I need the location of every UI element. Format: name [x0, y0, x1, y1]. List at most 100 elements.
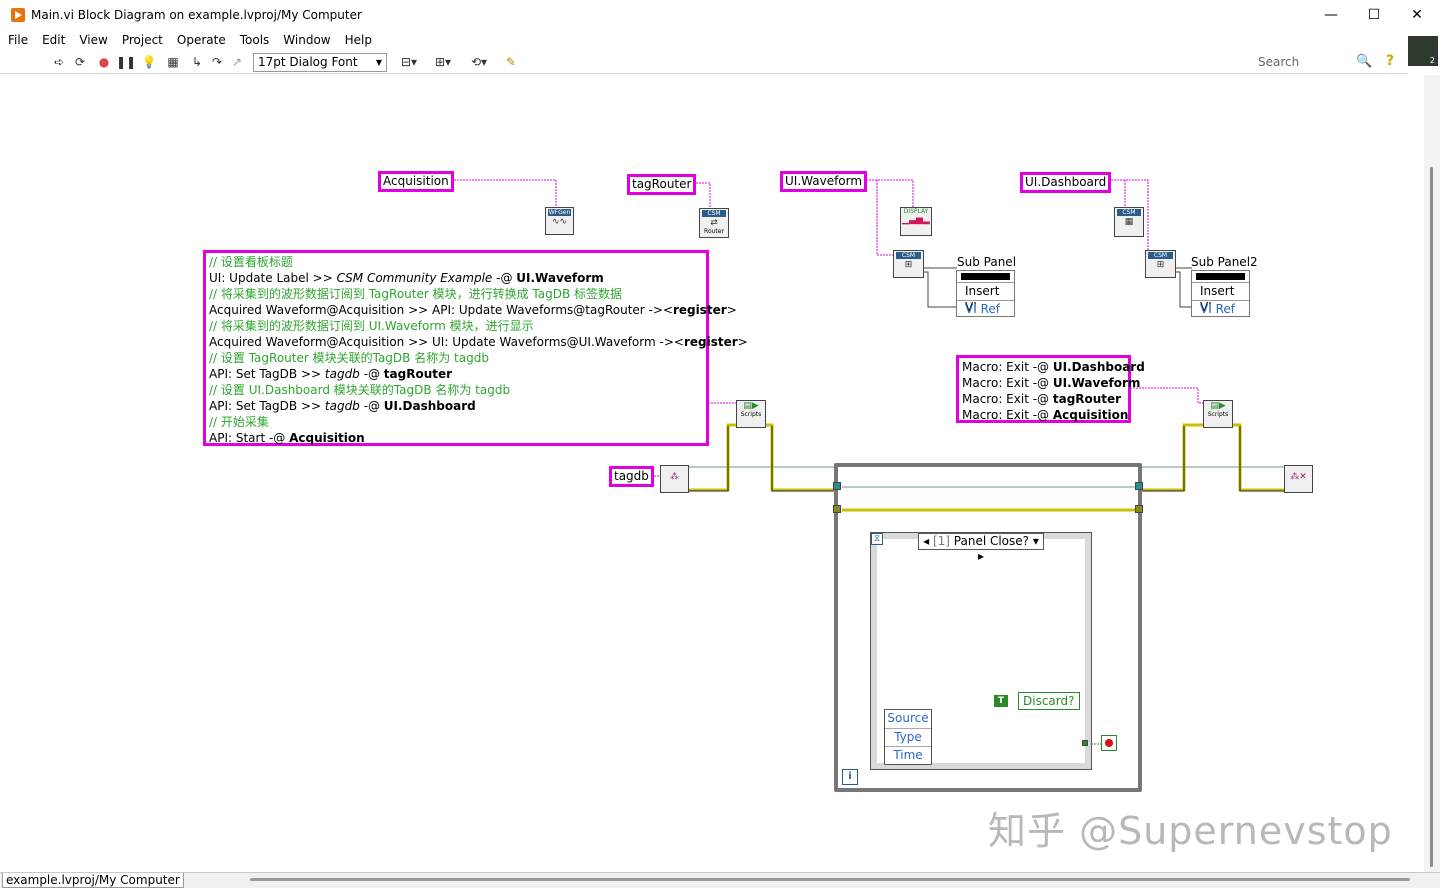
run-continuously-icon[interactable]: ⟳ — [74, 55, 86, 69]
event-data-time[interactable]: Time — [885, 746, 931, 764]
display-node-label: DISPLAY — [903, 208, 929, 215]
label-ui-dashboard[interactable]: UI.Dashboard — [1020, 172, 1112, 193]
clean-up-diagram-icon[interactable]: ✎ — [505, 55, 517, 69]
maximize-button[interactable]: ☐ — [1367, 7, 1381, 23]
menu-help[interactable]: Help — [344, 33, 372, 47]
script-line-argument: tagdb — [324, 399, 360, 413]
stop-terminal-icon[interactable] — [1101, 735, 1117, 751]
pause-icon[interactable]: ❚❚ — [116, 55, 137, 69]
script-line-target: UI.Waveform — [516, 271, 604, 285]
menu-view[interactable]: View — [79, 33, 108, 47]
tagdb-create-icon: ⁂ — [670, 472, 679, 482]
distribute-objects-icon[interactable]: ⊞▾ — [434, 55, 452, 69]
router-icon: ⇄ — [710, 218, 718, 228]
exit-line: Macro: Exit -@ UI.Dashboard — [962, 359, 1145, 375]
selector-right-arrow-icon[interactable]: ▸ — [977, 549, 985, 563]
menu-tools[interactable]: Tools — [239, 33, 270, 47]
true-constant[interactable]: T — [994, 695, 1008, 707]
label-acquisition[interactable]: Acquisition — [378, 171, 454, 192]
script-line-target: Acquisition — [289, 431, 365, 445]
step-out-icon[interactable]: ↗ — [231, 55, 243, 69]
menu-project[interactable]: Project — [121, 33, 163, 47]
script-line-target: register — [683, 335, 738, 349]
selector-dropdown-icon[interactable]: ▾ — [1032, 534, 1039, 548]
step-into-icon[interactable]: ↳ — [191, 55, 203, 69]
event-data-node[interactable]: Source Type Time — [884, 709, 932, 765]
wfgen-node[interactable]: WFGen ∿∿ — [545, 207, 574, 235]
chart-icon: ▁▃▅▂ — [902, 215, 930, 225]
script-line: Acquired Waveform@Acquisition >> API: Up… — [209, 302, 737, 318]
vi-connector-icon[interactable] — [1408, 36, 1438, 66]
csm-subpanel-node-2[interactable]: CSM ⊞ — [1145, 250, 1176, 278]
selector-left-arrow-icon[interactable]: ◂ — [923, 534, 930, 548]
wire-string-right-edge — [1142, 426, 1285, 492]
subpanel-2-insert-vi[interactable]: Insert VI — [1192, 282, 1249, 314]
menu-edit[interactable]: Edit — [42, 33, 66, 47]
vertical-scrollbar[interactable] — [1424, 75, 1440, 873]
search-placeholder: Search — [1258, 55, 1300, 69]
subpanel-2-vi-ref[interactable]: VI Ref — [1192, 300, 1249, 318]
scripts-node-label-1: Scripts — [740, 411, 762, 418]
reorder-icon[interactable]: ⟲▾ — [470, 55, 488, 69]
label-tagdb[interactable]: tagdb — [609, 466, 654, 487]
close-button[interactable]: ✕ — [1411, 7, 1423, 23]
subpanel-2-property-node[interactable]: Insert VI VI Ref — [1191, 270, 1250, 317]
wire-subpanel2 — [1176, 267, 1192, 308]
subpanel-1-property-node[interactable]: Insert VI VI Ref — [956, 270, 1015, 317]
exit-line-command: Macro: Exit -@ — [962, 408, 1053, 422]
scripts-node-1[interactable]: ▤▶ Scripts — [736, 400, 766, 428]
script-line: // 开始采集 — [209, 415, 269, 429]
window-title: Main.vi Block Diagram on example.lvproj/… — [31, 8, 362, 22]
menu-window[interactable]: Window — [283, 33, 331, 47]
router-node[interactable]: CSM ⇄ Router — [699, 208, 729, 238]
display-node[interactable]: DISPLAY ▁▃▅▂ — [900, 207, 932, 236]
scripts-node-label-2: Scripts — [1207, 411, 1229, 418]
csm-subpanel-node-1[interactable]: CSM ⊞ — [893, 250, 924, 278]
menu-operate[interactable]: Operate — [176, 33, 226, 47]
retain-wire-values-icon[interactable]: ▦ — [167, 55, 179, 69]
project-context[interactable]: example.lvproj/My Computer — [2, 873, 184, 888]
scripts-node-2[interactable]: ▤▶ Scripts — [1203, 400, 1233, 428]
script-line-target: UI.Dashboard — [383, 399, 476, 413]
label-tagrouter[interactable]: tagRouter — [627, 174, 697, 195]
event-case-selector[interactable]: ◂ [1] Panel Close? ▾ ▸ — [918, 533, 1044, 563]
align-objects-icon[interactable]: ⊟▾ — [400, 55, 418, 69]
script-line-command: UI: Update Label >> — [209, 271, 337, 285]
script-line-target: register — [673, 303, 727, 317]
label-ui-waveform[interactable]: UI.Waveform — [780, 171, 868, 192]
font-select[interactable]: 17pt Dialog Font ▼ — [253, 53, 387, 72]
loop-tunnel-right-string — [1135, 505, 1143, 513]
abort-icon[interactable]: ● — [98, 55, 110, 69]
horizontal-scroll-thumb[interactable] — [250, 878, 1410, 881]
while-loop[interactable] — [834, 463, 1142, 792]
highlight-execution-icon[interactable]: 💡 — [141, 55, 157, 69]
run-arrow-icon[interactable]: ➪ — [53, 55, 65, 69]
csm-tag-1: CSM — [896, 252, 921, 259]
exit-line-target: tagRouter — [1052, 392, 1122, 406]
toolbar: ➪ ⟳ ● ❚❚ 💡 ▦ ↳ ↷ ↗ 17pt Dialog Font ▼ ⊟▾… — [0, 50, 1408, 74]
search-input[interactable]: Search — [1244, 53, 1378, 72]
event-data-source[interactable]: Source — [887, 711, 929, 725]
router-node-label: Router — [704, 228, 724, 235]
event-data-type[interactable]: Type — [885, 728, 931, 746]
vertical-scroll-thumb[interactable] — [1430, 167, 1433, 867]
menu-file[interactable]: File — [8, 33, 29, 47]
tagdb-destroy-node[interactable]: ⁂✕ — [1284, 465, 1313, 493]
wire-exit-comment — [1130, 387, 1205, 404]
dashboard-node[interactable]: CSM ▦ — [1114, 207, 1144, 237]
wire-acquisition — [445, 179, 557, 207]
help-icon[interactable]: ? — [1386, 53, 1395, 69]
subpanel-1-insert-vi[interactable]: Insert VI — [957, 282, 1014, 314]
minimize-button[interactable]: — — [1324, 7, 1338, 23]
discard-terminal[interactable]: Discard? — [1018, 692, 1080, 710]
search-icon[interactable]: 🔍 — [1356, 54, 1373, 69]
step-over-icon[interactable]: ↷ — [211, 55, 223, 69]
loop-tunnel-left-string — [833, 505, 841, 513]
tagdb-create-node[interactable]: ⁂ — [660, 465, 689, 493]
script-line-command: API: Start -@ — [209, 431, 290, 445]
loop-tunnel-left-cluster — [833, 482, 841, 490]
timeout-terminal-icon: ⧖ — [871, 533, 883, 545]
subpanel-1-vi-ref[interactable]: VI Ref — [957, 300, 1014, 318]
